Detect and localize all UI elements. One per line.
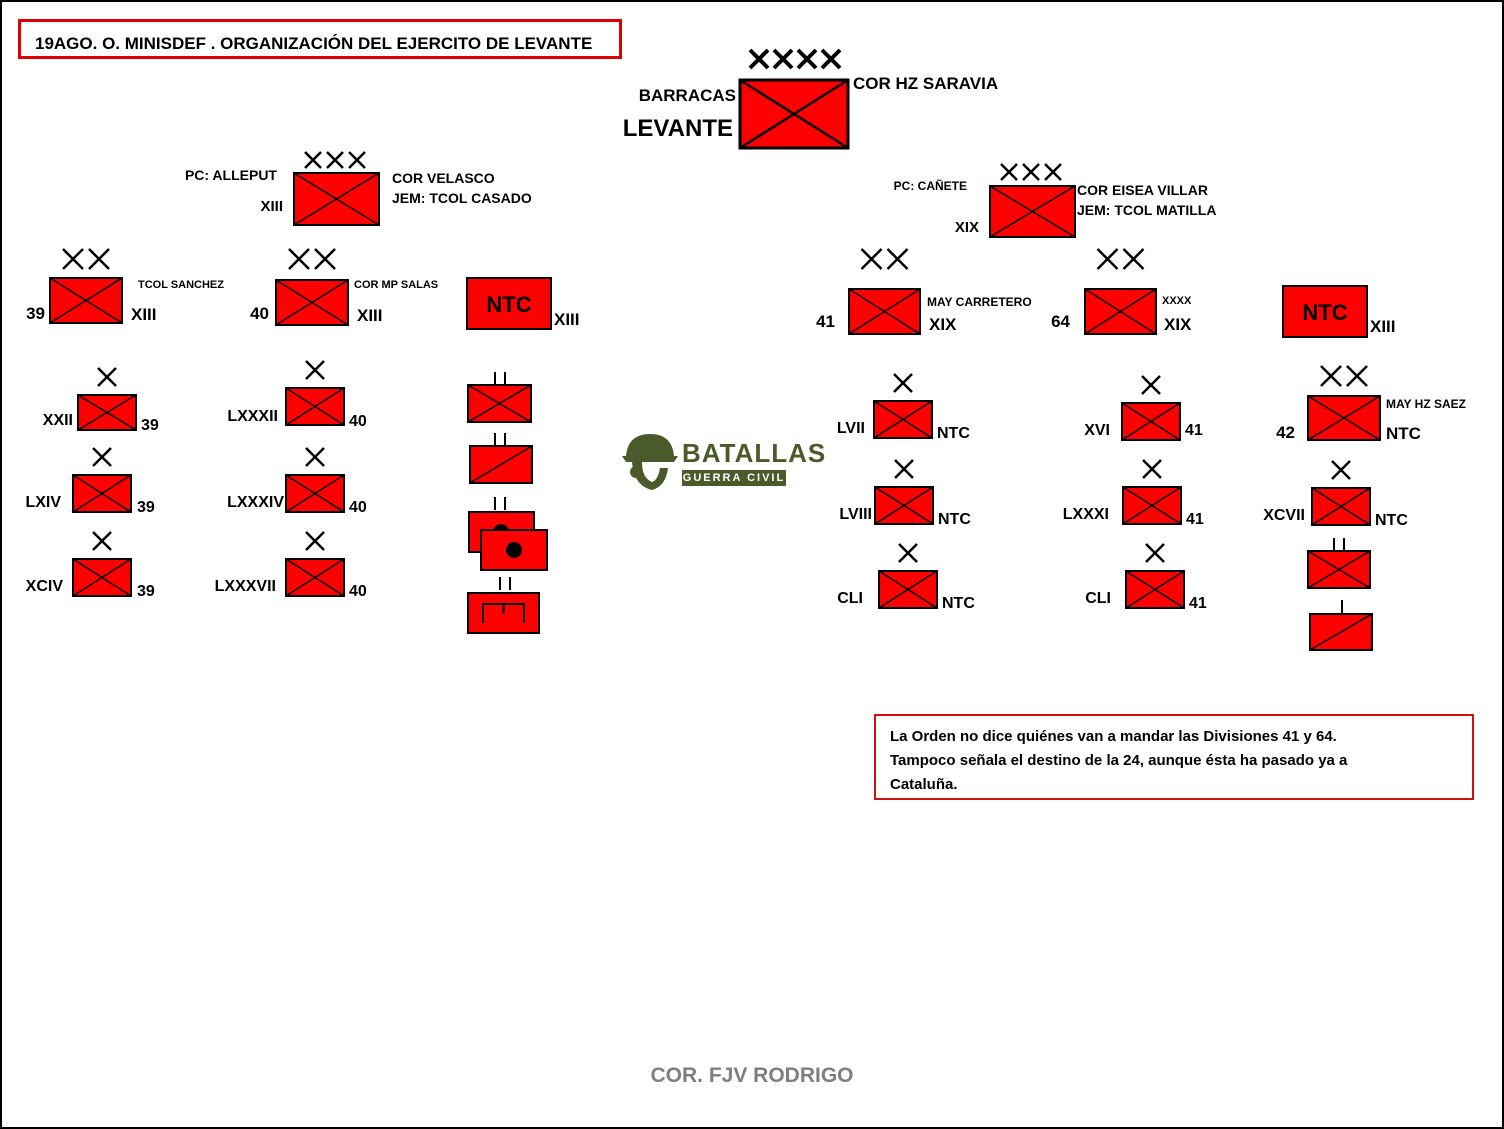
division-41-number: 41 [816, 312, 835, 331]
brigade-cli-label: CLI [1085, 590, 1111, 607]
division-64-parent: XIX [1164, 315, 1192, 334]
division-40-symbol [275, 248, 349, 326]
ntc-left-symbol [466, 277, 552, 330]
brigade-lxiv-1-symbol [72, 447, 132, 513]
division-64-symbol [1084, 248, 1157, 335]
army-location: BARRACAS [638, 86, 736, 105]
note-line-3: Cataluña. [890, 776, 958, 793]
division-41-commander: MAY CARRETERO [927, 295, 1032, 309]
brigade-lvii-6-symbol [873, 373, 933, 439]
corps-xiii-label: XIII [260, 198, 283, 215]
logo-word: BATALLAS [682, 438, 827, 468]
division-40-parent: XIII [357, 306, 383, 325]
brigade-lxxxiv-label: LXXXIV [227, 494, 284, 511]
corps-xiii-pc: PC: ALLEPUT [184, 167, 277, 183]
division-42-symbol [1307, 365, 1381, 441]
division-39-symbol [49, 248, 123, 324]
division-42-commander: MAY HZ SAEZ [1386, 397, 1467, 411]
brigade-lxxxvii-division: 40 [349, 583, 367, 600]
brigade-xxii-label: XXII [42, 412, 73, 429]
brigade-lviii-division: NTC [938, 511, 971, 528]
brigade-lxxxi-label: LXXXI [1062, 506, 1109, 523]
brigade-lxxxvii-5-symbol [285, 531, 345, 597]
division-41-parent: XIX [929, 315, 957, 334]
brigade-cli-11-symbol [1125, 543, 1185, 609]
division-42-number: 42 [1276, 423, 1295, 442]
brigade-cli-label: CLI [837, 590, 863, 607]
division-64-number: 64 [1051, 312, 1070, 331]
brigade-lxiv-division: 39 [137, 499, 155, 516]
ntc-left-engineers-symbol [467, 577, 540, 634]
ntc-left-infantry-symbol [467, 372, 532, 423]
ntc-right-parent: XIII [1370, 317, 1396, 336]
author-credit: COR. FJV RODRIGO [650, 1064, 854, 1087]
corps-xix-pc: PC: CAÑETE [893, 179, 967, 193]
brigade-xciv-label: XCIV [25, 578, 63, 595]
brigade-xvi-division: 41 [1185, 422, 1203, 439]
note-line-1: La Orden no dice quiénes van a mandar la… [890, 728, 1337, 745]
ntc-left-cavalry-symbol [469, 433, 533, 484]
division-39-commander: TCOL SANCHEZ [138, 279, 224, 291]
division-39-number: 39 [26, 304, 45, 323]
brigade-lxxxiv-division: 40 [349, 499, 367, 516]
corps-xiii-chief: JEM: TCOL CASADO [392, 190, 532, 206]
army-name: LEVANTE [622, 115, 733, 142]
page-title: 19AGO. O. MINISDEF . ORGANIZACIÓN DEL EJ… [35, 34, 593, 53]
brigade-xciv-2-symbol [72, 531, 132, 597]
army-commander: COR HZ SARAVIA [853, 74, 999, 93]
brigade-lxxxi-10-symbol [1122, 459, 1182, 525]
brigade-lvii-division: NTC [937, 425, 970, 442]
army-symbol [738, 48, 850, 150]
division-41-symbol [848, 248, 921, 335]
corps-xix-label: XIX [954, 219, 979, 236]
brigade-xcvii-12-symbol [1311, 460, 1371, 526]
ntc-right-symbol [1282, 285, 1368, 338]
brigade-xcvii-division: NTC [1375, 512, 1408, 529]
ntc-left-label: NTC [486, 292, 532, 317]
division-40-number: 40 [250, 304, 269, 323]
note-line-2: Tampoco señala el destino de la 24, aunq… [890, 752, 1348, 769]
brigade-xcvii-label: XCVII [1263, 507, 1305, 524]
brigade-lviii-label: LVIII [839, 506, 872, 523]
brigade-lxxxi-division: 41 [1186, 511, 1204, 528]
division-64-commander: XXXX [1162, 295, 1192, 307]
batallas-logo: BATALLAS GUERRA CIVIL [620, 428, 825, 496]
brigade-cli-division: NTC [942, 595, 975, 612]
soldier-head-icon [622, 434, 678, 490]
corps-xix-symbol [989, 163, 1076, 238]
ntc-right-label: NTC [1302, 300, 1348, 325]
corps-xix-commander: COR EISEA VILLAR [1077, 182, 1208, 198]
division-42-parent: NTC [1386, 424, 1421, 443]
corps-xiii-symbol [293, 151, 380, 226]
logo-subtitle: GUERRA CIVIL [682, 470, 786, 486]
ntc-left-parent: XIII [554, 310, 580, 329]
ntc-right-infantry-symbol [1307, 538, 1371, 589]
ntc-left-artillery-symbol [468, 497, 548, 571]
corps-xix-chief: JEM: TCOL MATILLA [1077, 202, 1217, 218]
division-40-commander: COR MP SALAS [354, 279, 439, 291]
brigade-lxxxii-division: 40 [349, 413, 367, 430]
brigade-xvi-label: XVI [1084, 422, 1110, 439]
brigade-xciv-division: 39 [137, 583, 155, 600]
note-box: La Orden no dice quiénes van a mandar la… [874, 714, 1474, 800]
brigade-lxxxii-label: LXXXII [227, 408, 278, 425]
brigade-xvi-9-symbol [1121, 375, 1181, 441]
brigade-xxii-0-symbol [77, 367, 137, 431]
ntc-right-cavalry-symbol [1309, 600, 1373, 651]
brigade-xxii-division: 39 [141, 417, 159, 434]
brigade-lxxxii-3-symbol [285, 360, 345, 426]
division-39-parent: XIII [131, 305, 157, 324]
title-box: 19AGO. O. MINISDEF . ORGANIZACIÓN DEL EJ… [18, 19, 622, 59]
corps-xiii-commander: COR VELASCO [392, 170, 495, 186]
brigade-lviii-7-symbol [874, 459, 934, 525]
brigade-cli-division: 41 [1189, 595, 1207, 612]
brigade-cli-8-symbol [878, 543, 938, 609]
brigade-lvii-label: LVII [836, 420, 865, 437]
brigade-lxiv-label: LXIV [25, 494, 61, 511]
brigade-lxxxvii-label: LXXXVII [214, 578, 276, 595]
brigade-lxxxiv-4-symbol [285, 447, 345, 513]
